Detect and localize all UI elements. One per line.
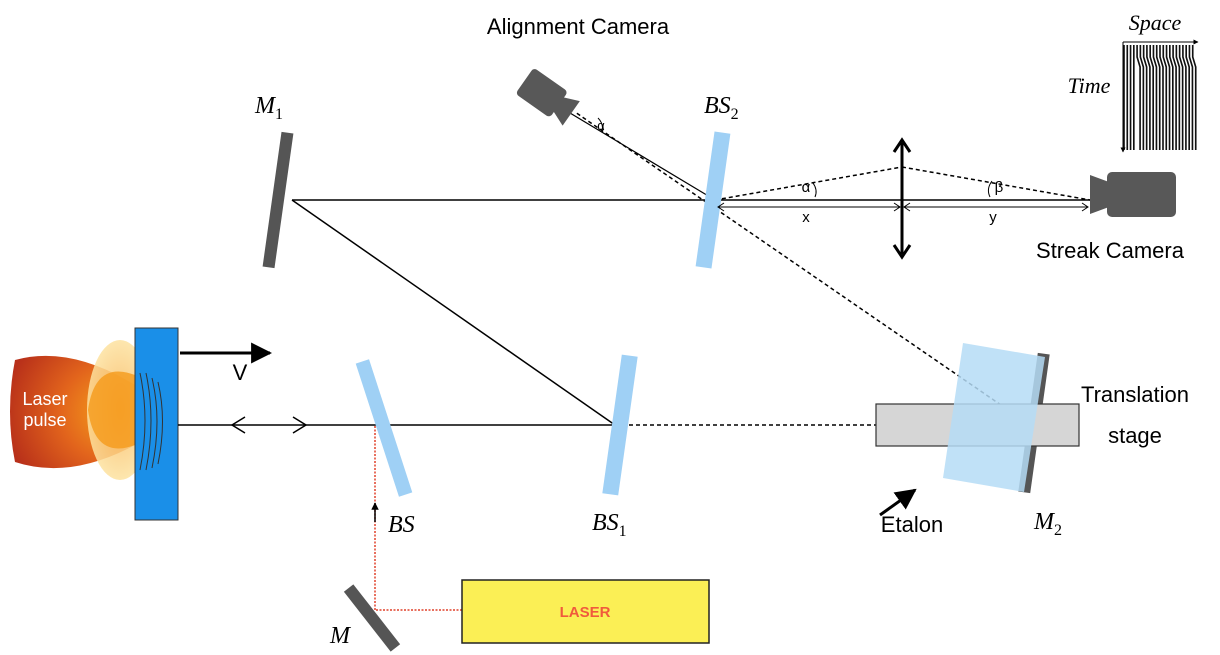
streak-stripe: [1191, 45, 1197, 150]
lens-top: [892, 137, 912, 153]
lens-bottom: [892, 244, 912, 260]
streak-stripe: [1152, 45, 1158, 150]
m-label: M: [329, 623, 352, 649]
alpha-arc: [812, 182, 817, 198]
streak-stripe: [1149, 45, 1154, 150]
streak-stripe: [1155, 45, 1161, 150]
streak-stripe: [1188, 45, 1194, 150]
x-label: x: [802, 209, 810, 226]
space-label: Space: [1129, 10, 1182, 35]
beam-direction-arrows: [230, 416, 308, 434]
m1-label: M1: [254, 93, 283, 123]
velocity-label: V: [233, 360, 248, 385]
beamsplitter-bs1: [602, 354, 638, 496]
alignment-angle-arc: [597, 117, 603, 133]
etalon: [943, 343, 1045, 492]
alignment-camera-label: Alignment Camera: [487, 14, 670, 39]
alignment-angle-label: α: [597, 118, 605, 133]
beam-paths: [178, 199, 1090, 426]
beamsplitter-bs2: [695, 131, 731, 269]
time-label: Time: [1068, 73, 1111, 98]
etalon-label: Etalon: [881, 512, 943, 537]
streak-stripe: [1162, 45, 1168, 150]
streak-stripe: [1175, 45, 1181, 150]
streak-image: [1123, 45, 1197, 150]
streak-stripe: [1142, 45, 1148, 150]
translation-stage-label-2: stage: [1108, 423, 1162, 448]
bs-label: BS: [388, 512, 415, 538]
streak-stripe: [1169, 45, 1174, 150]
y-label: y: [989, 209, 997, 226]
beta-label: β: [995, 179, 1004, 196]
beamsplitter-bs: [355, 359, 413, 497]
laser-pulse-label-2: pulse: [23, 410, 66, 430]
bs1-label: BS1: [592, 510, 627, 540]
mirror-m1: [262, 131, 294, 269]
streak-stripe: [1182, 45, 1187, 150]
streak-stripe: [1178, 45, 1184, 150]
translation-stage-label-1: Translation: [1081, 382, 1189, 407]
streak-stripe: [1159, 45, 1164, 150]
shock-waves: [139, 372, 163, 471]
beta-arc: [987, 180, 993, 198]
alignment-camera-icon: [516, 69, 580, 126]
laser-pulse-label-1: Laser: [22, 389, 67, 409]
streak-stripe: [1146, 45, 1151, 150]
laser-box: [461, 579, 710, 644]
etalon-arrow: [879, 488, 917, 517]
streak-stripe: [1172, 45, 1177, 150]
streak-stripe: [1165, 45, 1171, 150]
alpha-label: α: [802, 179, 811, 196]
streak-stripe: [1139, 45, 1145, 150]
streak-stripe: [1185, 45, 1190, 150]
streak-stripe: [1136, 45, 1141, 150]
bs2-label: BS2: [704, 93, 739, 123]
distance-markers: [717, 202, 1089, 212]
laser-label: LASER: [560, 604, 611, 621]
m2-label: M2: [1033, 509, 1062, 539]
streak-camera-icon: [1090, 172, 1176, 217]
alignment-beam: [564, 109, 716, 201]
mirror-m: [343, 584, 401, 652]
streak-camera-label: Streak Camera: [1036, 238, 1185, 263]
